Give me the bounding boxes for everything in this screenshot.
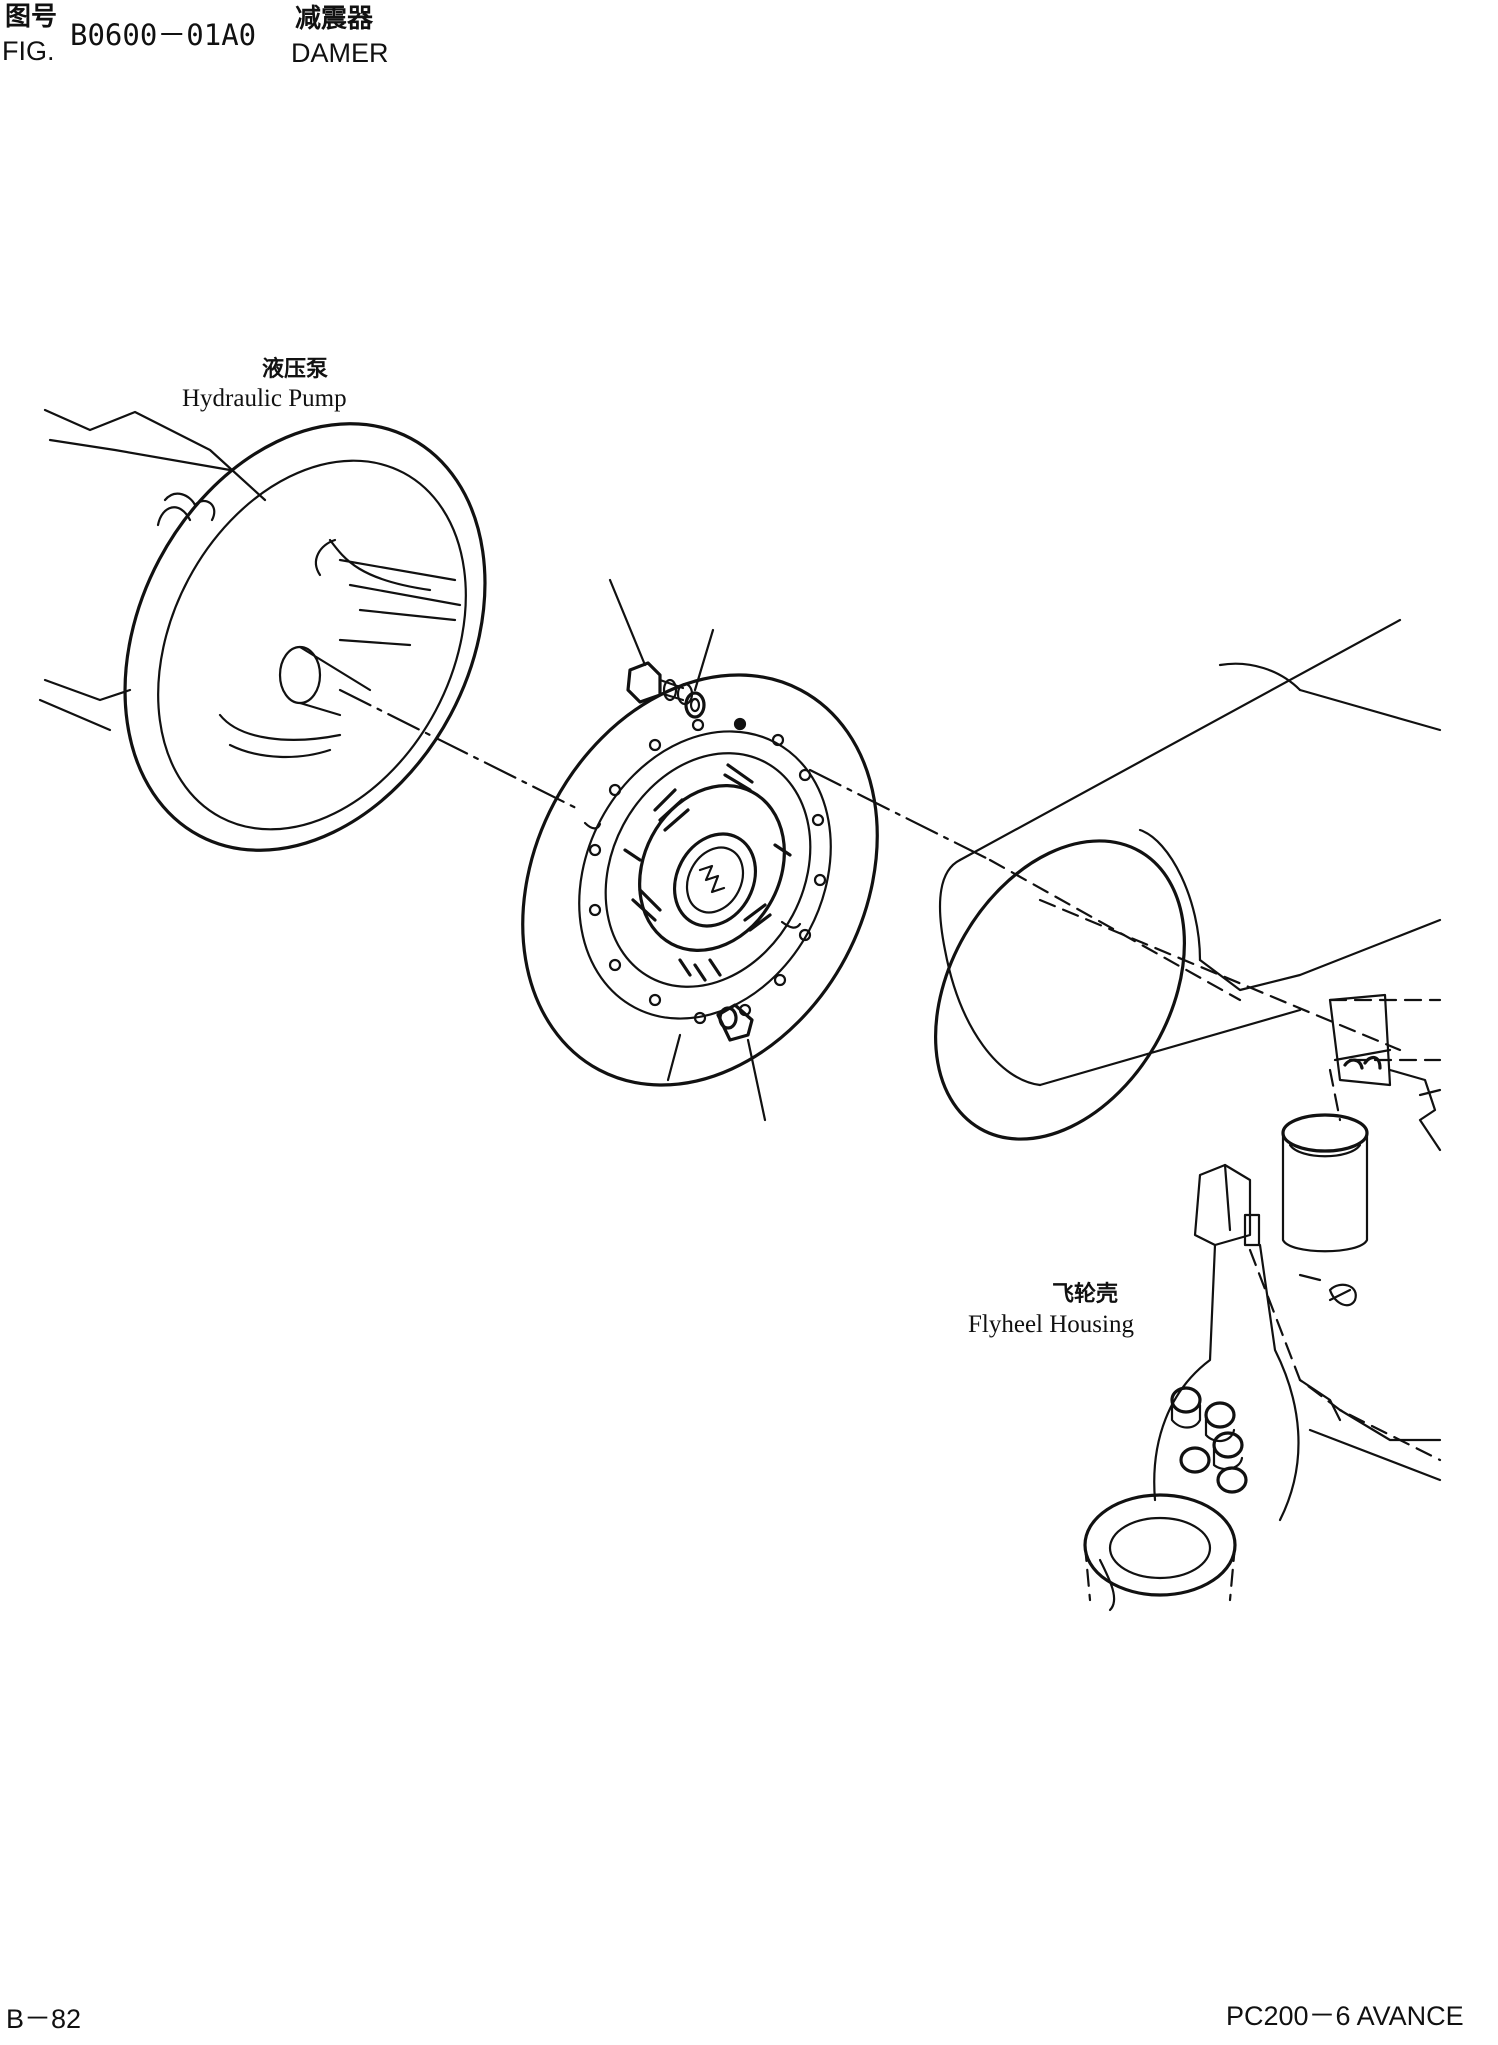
- fig-label-en: FIG.: [2, 36, 55, 66]
- flywheel-housing-label-zh: 飞轮壳: [1051, 1282, 1118, 1307]
- flywheel-housing-drawing: [934, 618, 1442, 1612]
- hydraulic-pump-label-en: Hydraulic Pump: [182, 385, 347, 412]
- damper-disc-drawing: [521, 673, 879, 1087]
- title-zh: 减震器: [295, 4, 374, 34]
- dowel-pin-drawing: [716, 1003, 767, 1122]
- hydraulic-pump-label-zh: 液压泵: [261, 357, 328, 382]
- figure-code: B0600－01A0: [70, 18, 257, 52]
- flywheel-housing-label-en: Flyheel Housing: [968, 1311, 1134, 1338]
- title-en: DAMER: [291, 38, 389, 68]
- bolt-washer-drawing: [608, 578, 715, 719]
- fig-label-zh: 图号: [5, 2, 58, 32]
- hydraulic-pump-drawing: [38, 408, 582, 852]
- page-number: B－82: [6, 2004, 82, 2034]
- model-name: PC200－6 AVANCE: [1226, 2001, 1464, 2031]
